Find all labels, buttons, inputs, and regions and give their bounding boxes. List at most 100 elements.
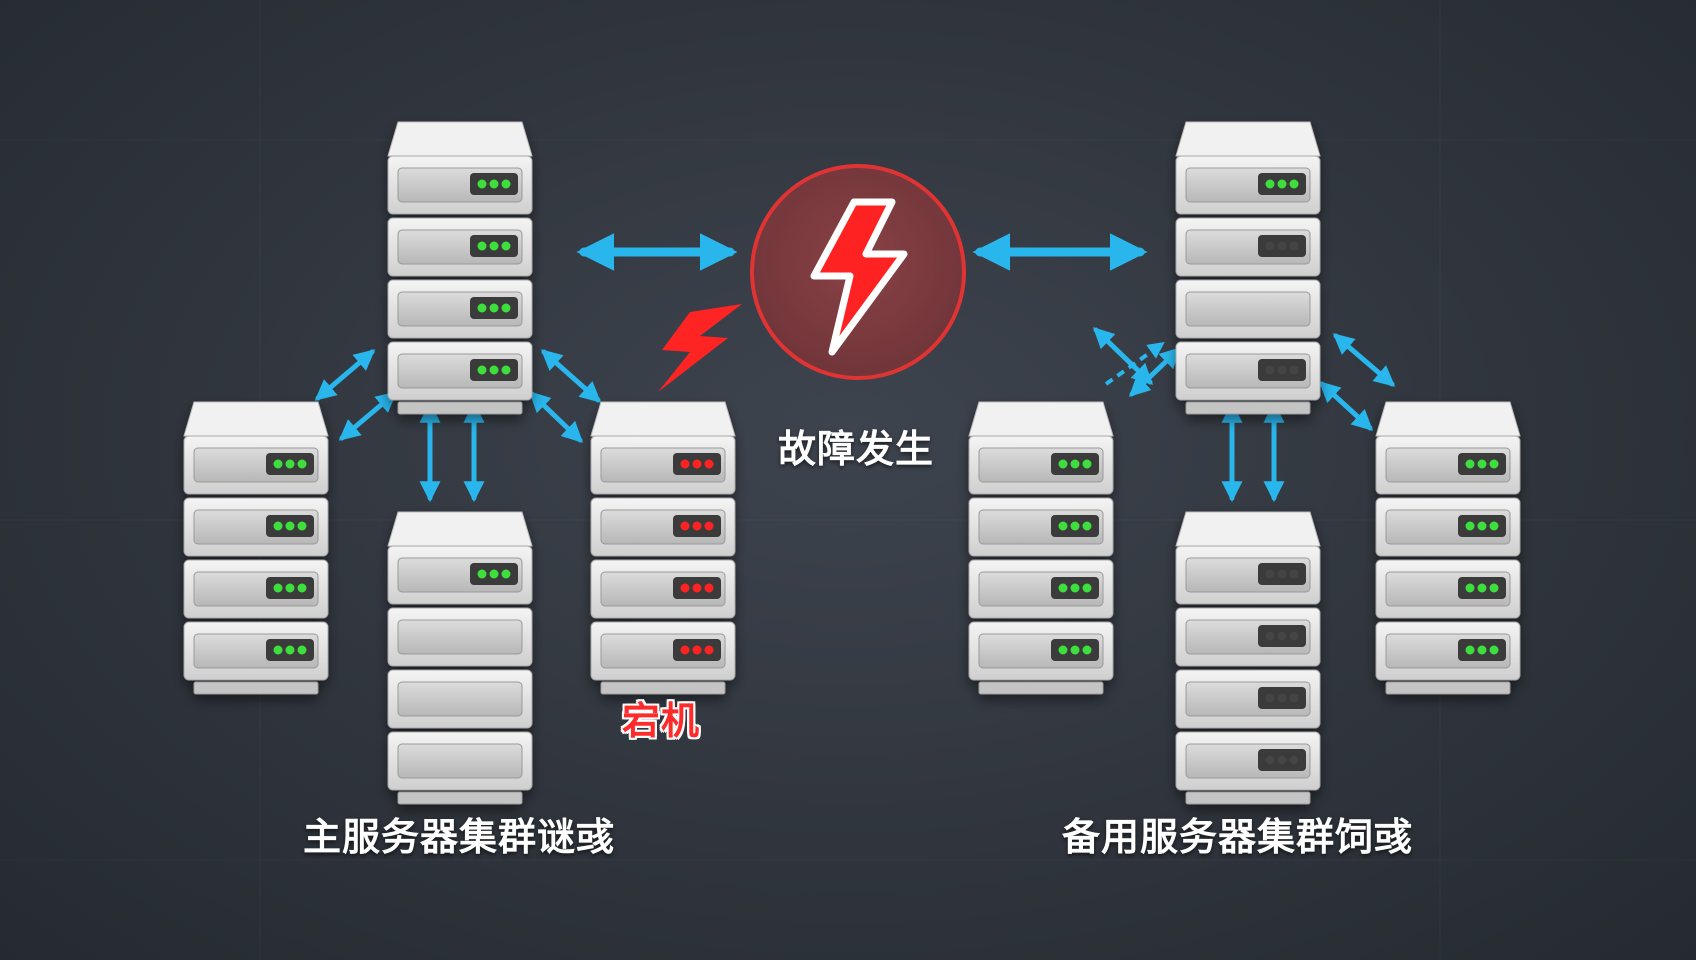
status-led [297, 645, 307, 655]
rack-unit [968, 621, 1114, 681]
rack-unit [1175, 545, 1321, 605]
status-led [273, 459, 283, 469]
rack-unit [387, 279, 533, 339]
rack-unit [968, 497, 1114, 557]
status-led [477, 569, 487, 579]
status-led [1058, 521, 1068, 531]
status-led [285, 583, 295, 593]
link-arrow [1318, 381, 1374, 431]
rack-unit [968, 435, 1114, 495]
rack-unit [1375, 435, 1521, 495]
status-led [1289, 569, 1299, 579]
status-led [489, 179, 499, 189]
status-led [1289, 179, 1299, 189]
rack-unit [590, 559, 736, 619]
rack-unit [387, 217, 533, 277]
rack-top [1175, 121, 1321, 157]
status-led [273, 583, 283, 593]
rack-unit [968, 559, 1114, 619]
primary-cluster-label: 主服务器集群谜彧 [303, 815, 616, 859]
status-led [489, 241, 499, 251]
rack-unit [183, 435, 329, 495]
status-led [1070, 521, 1080, 531]
status-led [1070, 583, 1080, 593]
status-led [1289, 241, 1299, 251]
status-led [273, 645, 283, 655]
rack-base [397, 401, 523, 415]
status-led [1489, 645, 1499, 655]
rack-unit [183, 559, 329, 619]
link-arrow [338, 391, 398, 441]
status-led [1082, 583, 1092, 593]
rack-unit [1375, 559, 1521, 619]
backup-cluster-label: 备用服务器集群饲彧 [1062, 815, 1414, 859]
status-led [1465, 645, 1475, 655]
rack-top [1175, 511, 1321, 547]
status-led [297, 459, 307, 469]
status-led [692, 645, 702, 655]
rack-unit-slot [397, 681, 523, 717]
rack-unit-slot [397, 619, 523, 655]
link-arrow [1128, 347, 1182, 397]
status-led [1465, 583, 1475, 593]
status-led [1277, 693, 1287, 703]
rack-unit [590, 435, 736, 495]
server-rack-backup-right [1375, 401, 1521, 695]
status-led [1489, 583, 1499, 593]
rack-unit [1175, 669, 1321, 729]
rack-top [590, 401, 736, 437]
status-led [704, 521, 714, 531]
rack-top [387, 121, 533, 157]
status-led [1082, 521, 1092, 531]
server-rack-primary-bottom [387, 511, 533, 805]
status-led [1289, 365, 1299, 375]
status-led [1477, 645, 1487, 655]
rack-unit [387, 545, 533, 605]
status-led [1265, 365, 1275, 375]
status-led [704, 583, 714, 593]
rack-unit [1175, 731, 1321, 791]
status-led [1277, 179, 1287, 189]
dashed-link-arrow [1104, 342, 1165, 386]
rack-unit [1175, 607, 1321, 667]
status-led [477, 241, 487, 251]
status-led [285, 459, 295, 469]
status-led [1265, 179, 1275, 189]
status-led [1277, 569, 1287, 579]
link-arrow [540, 349, 602, 403]
status-led [477, 303, 487, 313]
status-led [501, 179, 511, 189]
status-led [297, 583, 307, 593]
rack-top [1375, 401, 1521, 437]
status-led [1477, 459, 1487, 469]
status-led [1277, 755, 1287, 765]
rack-unit [1175, 155, 1321, 215]
status-led [1265, 755, 1275, 765]
status-led [1277, 365, 1287, 375]
rack-base [1185, 401, 1311, 415]
server-racks [183, 121, 1521, 805]
server-rack-backup-bottom [1175, 511, 1321, 805]
link-arrows [314, 233, 1396, 503]
status-led [501, 365, 511, 375]
status-led [1070, 459, 1080, 469]
rack-unit [387, 607, 533, 667]
rack-unit [387, 341, 533, 401]
status-led [297, 521, 307, 531]
status-led [1070, 645, 1080, 655]
status-led [692, 459, 702, 469]
rack-unit [387, 669, 533, 729]
status-led [680, 583, 690, 593]
failure-bolt-icon [658, 304, 742, 392]
rack-base [600, 681, 726, 695]
status-led [1058, 583, 1068, 593]
status-led [501, 241, 511, 251]
status-led [1082, 459, 1092, 469]
status-led [1277, 631, 1287, 641]
rack-unit-slot [397, 743, 523, 779]
server-rack-primary-left [183, 401, 329, 695]
rack-unit [1375, 621, 1521, 681]
rack-unit [1175, 279, 1321, 339]
status-led [477, 365, 487, 375]
